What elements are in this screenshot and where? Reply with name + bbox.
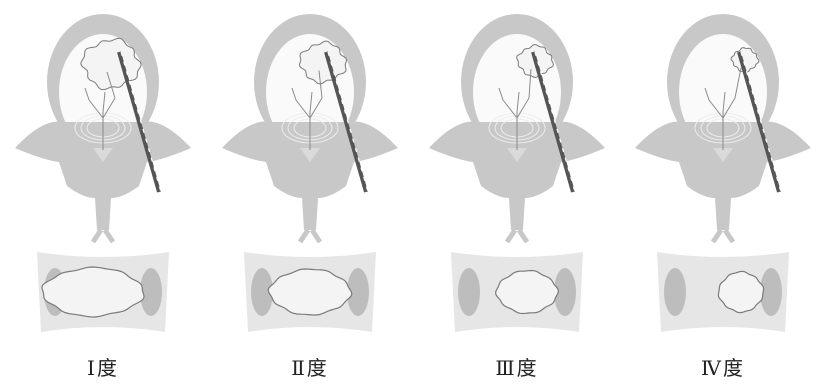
vertebra-panel-1 <box>15 14 191 332</box>
spinous-process <box>300 230 320 242</box>
pedicle-left <box>664 268 686 316</box>
vertebra-panel-4 <box>635 14 811 332</box>
grade-label-1: Ⅰ度 <box>48 352 158 381</box>
vertebra-panel-3 <box>429 14 605 332</box>
spinous-process <box>93 230 113 242</box>
spinous-process <box>507 230 527 242</box>
spinous-process <box>713 230 733 242</box>
grade-label-4: Ⅳ度 <box>668 352 778 381</box>
grade-label-3: Ⅲ度 <box>462 352 572 381</box>
vertebra-panel-2 <box>222 14 398 332</box>
grade-label-2: Ⅱ度 <box>255 352 365 381</box>
pedicle-left <box>458 268 480 316</box>
